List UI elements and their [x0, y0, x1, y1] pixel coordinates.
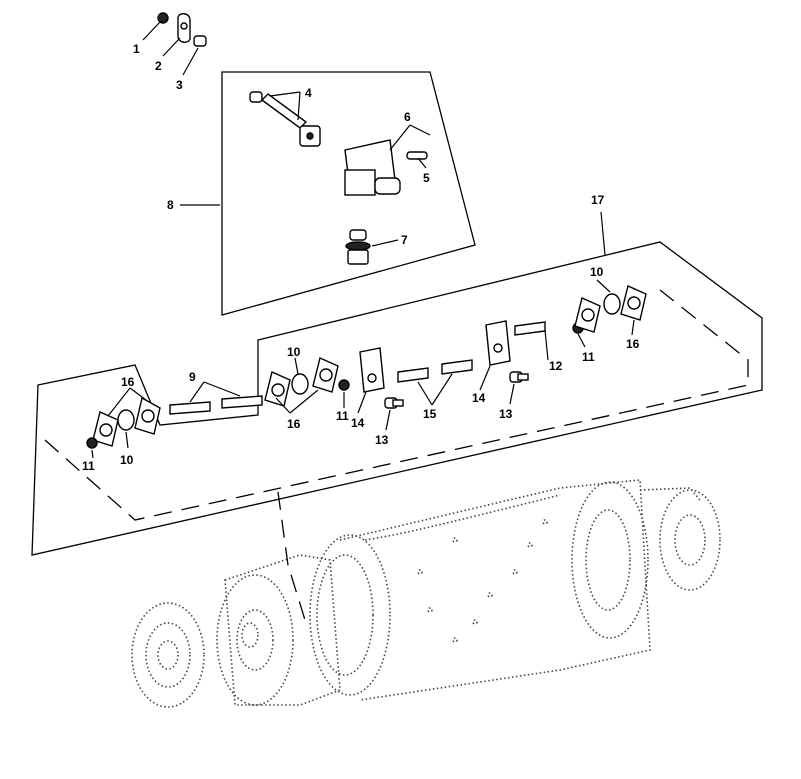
part-16-flange-mid: [264, 357, 339, 407]
callout-2: 2: [155, 59, 162, 73]
part-11-nut-mid: [338, 379, 350, 391]
callout-16-left: 16: [121, 375, 135, 389]
part-2-gasket: [177, 13, 191, 43]
callout-7: 7: [401, 233, 408, 247]
dashed-drop-line: [277, 491, 306, 621]
part-7-nut-washer: [345, 229, 371, 265]
part-16-flange-left: [92, 396, 161, 447]
callout-8: 8: [167, 198, 174, 212]
callout-10-mid: 10: [287, 345, 301, 359]
callout-13-right: 13: [499, 407, 513, 421]
callout-11-mid: 11: [336, 409, 349, 423]
callout-14-right: 14: [472, 391, 486, 405]
callout-15: 15: [423, 407, 437, 421]
part-15-shafts: [397, 359, 473, 383]
part-9-tubes: [169, 395, 263, 415]
callout-3: 3: [176, 78, 183, 92]
kit-8-outline: [221, 71, 476, 316]
callout-10-right: 10: [590, 265, 604, 279]
callout-11-left: 11: [82, 459, 95, 473]
callout-16-mid: 16: [287, 417, 301, 431]
callout-14-left: 14: [351, 416, 365, 430]
part-14-block-right: [485, 320, 511, 366]
part-16-flange-right: [574, 285, 647, 333]
part-5-pin: [406, 151, 428, 160]
callout-17: 17: [591, 193, 605, 207]
part-4-rod-end: [249, 91, 321, 147]
callout-10-left: 10: [120, 453, 134, 467]
part-11-nut-left: [86, 437, 98, 449]
kit-17-outline: [31, 241, 763, 556]
leader-lines: [91, 21, 635, 459]
part-10-bushing-left: [117, 409, 135, 431]
part-1-plug: [157, 12, 169, 24]
callout-6: 6: [404, 110, 411, 124]
callout-16-right: 16: [626, 337, 640, 351]
callout-4: 4: [305, 86, 312, 100]
part-13-bolt-left: [384, 397, 404, 409]
part-13-bolt-right: [509, 371, 529, 383]
callout-12: 12: [549, 359, 563, 373]
callout-1: 1: [133, 42, 140, 56]
part-6-clevis: [344, 139, 401, 196]
part-14-block-left: [359, 347, 385, 393]
callout-13-left: 13: [375, 433, 389, 447]
callout-5: 5: [423, 171, 430, 185]
part-10-bushing-right: [603, 293, 621, 315]
part-10-bushing-mid: [291, 373, 309, 395]
part-12-tube: [514, 321, 546, 336]
callout-11-right: 11: [582, 350, 595, 364]
callout-9: 9: [189, 370, 196, 384]
part-3-fitting: [193, 35, 207, 47]
engine-assembly-ghost: [131, 479, 721, 708]
